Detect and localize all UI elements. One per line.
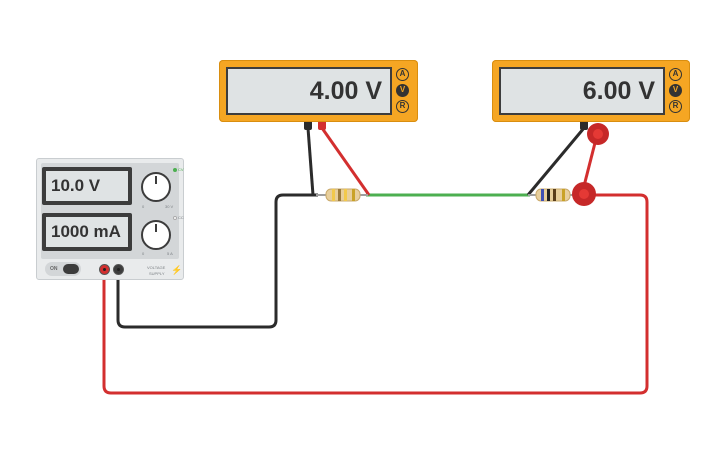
multimeter-right-display: 6.00 V [499, 67, 665, 115]
cv-label: CV [178, 167, 184, 172]
mode-ammeter-button[interactable]: A [396, 68, 409, 81]
current-knob[interactable] [141, 220, 171, 250]
right-meter-red-probe-center [593, 129, 603, 139]
power-switch[interactable]: ON [45, 262, 81, 276]
positive-terminal[interactable] [99, 264, 110, 275]
mode-voltmeter-button[interactable]: V [669, 84, 682, 97]
left-meter-black-jack[interactable] [304, 120, 312, 130]
mode-voltmeter-button[interactable]: V [396, 84, 409, 97]
voltage-knob[interactable] [141, 172, 171, 202]
wire-left-meter-black[interactable] [306, 127, 315, 196]
cv-led [173, 168, 177, 172]
power-supply-panel: 10.0 V 1000 mA CV CC 0 30 V 0 5 A [41, 163, 184, 259]
knob-indicator [155, 176, 157, 184]
knob-indicator [155, 224, 157, 232]
power-switch-thumb [63, 264, 79, 274]
red-probe-clip-center [579, 189, 589, 199]
wire-left-meter-red[interactable] [320, 127, 371, 196]
multimeter-left[interactable]: 4.00 V A V R [219, 60, 418, 122]
mode-ohmmeter-button[interactable]: R [669, 100, 682, 113]
wire-black-psu[interactable] [116, 193, 318, 329]
power-supply[interactable]: 10.0 V 1000 mA CV CC 0 30 V 0 5 A ON VOL… [36, 158, 184, 280]
right-meter-black-jack[interactable] [580, 120, 588, 130]
current-knob-min: 0 [142, 251, 145, 256]
cc-label: CC [178, 215, 184, 220]
negative-terminal[interactable] [113, 264, 124, 275]
left-meter-red-jack[interactable] [318, 120, 326, 130]
multimeter-right-reading: 6.00 V [582, 76, 655, 105]
lightning-icon: ⚡ [171, 265, 183, 275]
resistor-1[interactable] [316, 188, 368, 202]
wire-red-psu[interactable] [102, 193, 649, 395]
voltage-readout: 10.0 V [46, 171, 128, 201]
power-switch-label: ON [50, 266, 58, 272]
brand-line-1: VOLTAGE [147, 265, 166, 270]
multimeter-left-display: 4.00 V [226, 67, 392, 115]
voltage-knob-min: 0 [142, 204, 145, 209]
current-display: 1000 mA [42, 213, 132, 251]
multimeter-right[interactable]: 6.00 V A V R [492, 60, 690, 122]
wire-right-meter-black[interactable] [526, 127, 586, 196]
current-readout: 1000 mA [46, 217, 128, 247]
mode-ohmmeter-button[interactable]: R [396, 100, 409, 113]
cc-led [173, 216, 177, 220]
voltage-display: 10.0 V [42, 167, 132, 205]
mode-ammeter-button[interactable]: A [669, 68, 682, 81]
brand-line-2: SUPPLY [149, 271, 165, 276]
current-knob-max: 5 A [167, 251, 173, 256]
multimeter-left-reading: 4.00 V [309, 76, 382, 105]
voltage-knob-max: 30 V [165, 204, 174, 209]
